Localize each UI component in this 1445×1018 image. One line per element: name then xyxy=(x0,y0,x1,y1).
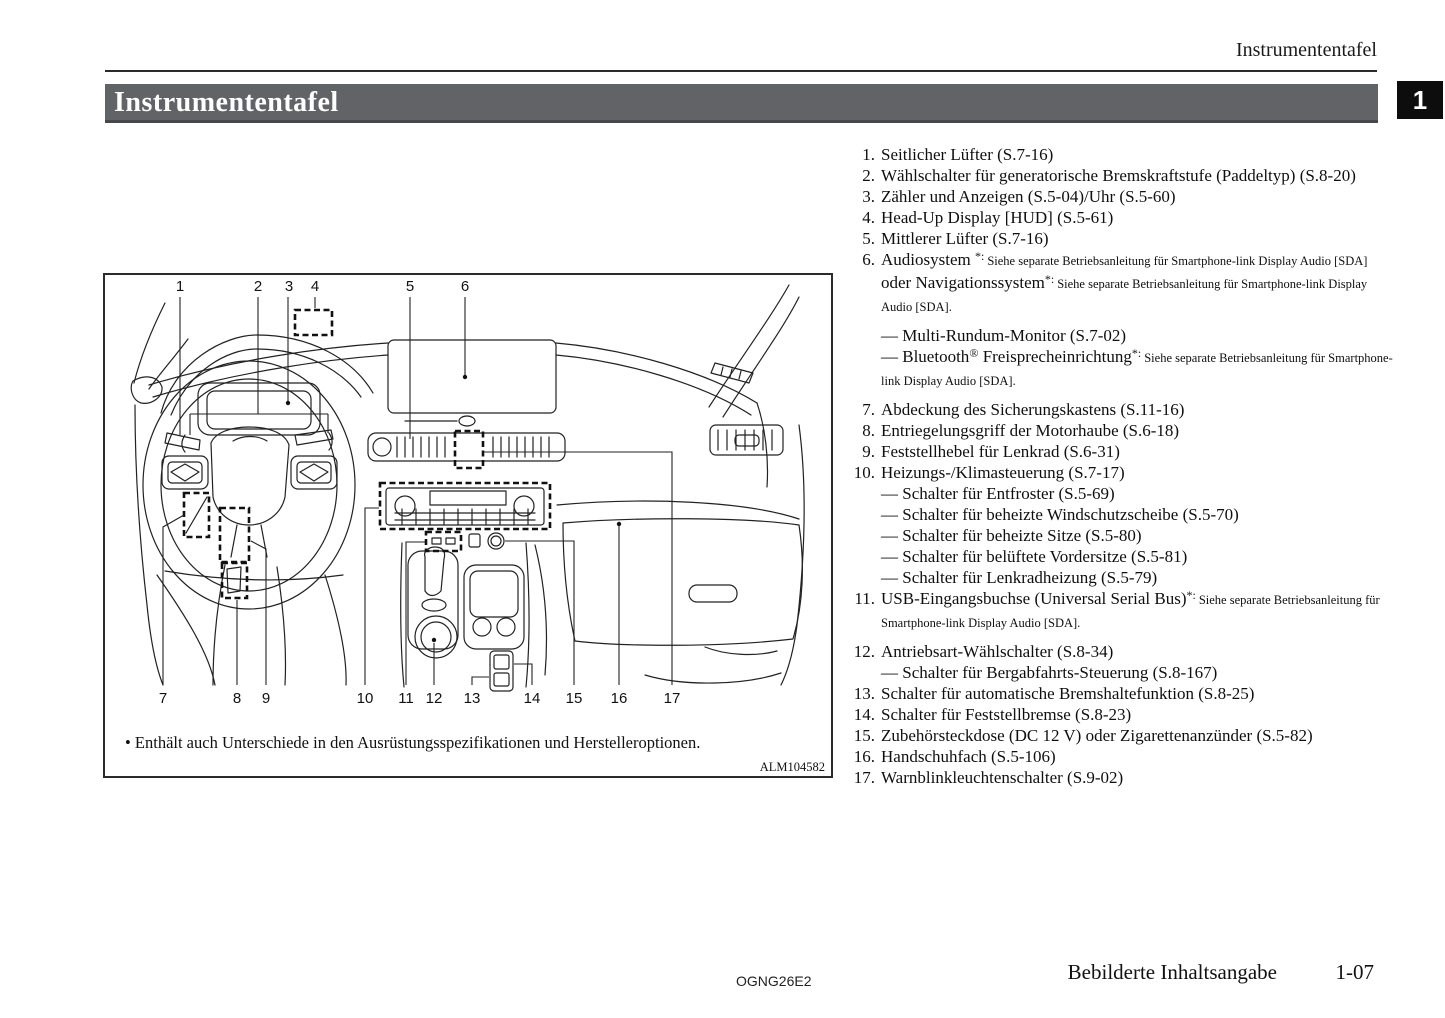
legend-item-text: Wählschalter für generatorische Bremskra… xyxy=(881,166,1356,185)
figure-callout-number: 12 xyxy=(426,690,443,707)
legend-list: 1. Seitlicher Lüfter (S.7-16) 2. Wählschalt… xyxy=(846,144,1394,788)
legend-item-text: Zähler und Anzeigen (S.5-04)/Uhr (S.5-60… xyxy=(881,187,1176,206)
chapter-tab: 1 xyxy=(1397,81,1443,119)
legend-item-number: 5. xyxy=(862,229,875,248)
legend-item-number: 13. xyxy=(853,684,875,703)
legend-sub-item: — Schalter für belüftete Vordersitze (S.… xyxy=(881,547,1188,566)
legend-item-text: Audiosystem *: Siehe separate Betriebsan… xyxy=(881,249,1368,314)
legend-sub-item: — Schalter für Bergabfahrts-Steuerung (S… xyxy=(881,663,1218,682)
legend-item: 5. Mittlerer Lüfter (S.7-16) xyxy=(846,228,1394,249)
legend-item: 4. Head-Up Display [HUD] (S.5-61) xyxy=(846,207,1394,228)
figure-callout-number: 11 xyxy=(398,690,414,707)
figure-callout-number: 17 xyxy=(664,690,681,707)
legend-item-number: 8. xyxy=(862,421,875,440)
legend-sub-item: — Bluetooth® Freisprecheinrichtung*: Sie… xyxy=(881,346,1393,388)
legend-item-number: 1. xyxy=(862,145,875,164)
legend-item-number: 11. xyxy=(854,589,875,608)
legend-item: 16. Handschuhfach (S.5-106) xyxy=(846,746,1394,767)
legend-item-text: Schalter für Feststellbremse (S.8-23) xyxy=(881,705,1132,724)
figure-caption: • Enthält auch Unterschiede in den Ausrü… xyxy=(125,733,765,753)
legend-item-number: 4. xyxy=(862,208,875,227)
figure-callout-number: 1 xyxy=(176,278,184,295)
legend-item-text: Head-Up Display [HUD] (S.5-61) xyxy=(881,208,1114,227)
figure-caption-bullet: • xyxy=(125,733,131,752)
legend-item-number: 10. xyxy=(853,463,875,482)
legend-item: 14. Schalter für Feststellbremse (S.8-23) xyxy=(846,704,1394,725)
footer-page-number: 1-07 xyxy=(1335,960,1375,984)
legend-item: 6. Audiosystem *: Siehe separate Betriebs… xyxy=(846,249,1394,399)
legend-item-text: Warnblinkleuchtenschalter (S.9-02) xyxy=(881,768,1124,787)
figure-image-code: ALM104582 xyxy=(759,760,825,774)
figure-caption-text: Enthält auch Unterschiede in den Ausrüst… xyxy=(134,733,701,752)
page-header-title: Instrumententafel xyxy=(1235,39,1377,61)
figure-callout-number: 10 xyxy=(357,690,374,707)
figure-callout-number: 16 xyxy=(611,690,628,707)
legend-item-number: 12. xyxy=(853,642,875,661)
figure-callout-number: 15 xyxy=(566,690,583,707)
legend-item-text: Zubehörsteckdose (DC 12 V) oder Zigarett… xyxy=(881,726,1313,745)
legend-item-number: 17. xyxy=(853,768,875,787)
footer-section-label: Bebilderte Inhaltsangabe xyxy=(1067,960,1277,984)
legend-item: 2. Wählschalter für generatorische Bremsk… xyxy=(846,165,1394,186)
header-divider xyxy=(105,70,1377,72)
legend-item: 13. Schalter für automatische Bremshaltef… xyxy=(846,683,1394,704)
legend-item-text: Feststellhebel für Lenkrad (S.6-31) xyxy=(881,442,1120,461)
legend-item-number: 9. xyxy=(862,442,875,461)
legend-item: 3. Zähler und Anzeigen (S.5-04)/Uhr (S.5-… xyxy=(846,186,1394,207)
legend-item-text: Handschuhfach (S.5-106) xyxy=(881,747,1056,766)
figure-callout-number: 4 xyxy=(311,278,319,295)
legend-item: 8. Entriegelungsgriff der Motorhaube (S.6… xyxy=(846,420,1394,441)
legend-sub-item: — Schalter für Lenkradheizung (S.5-79) xyxy=(881,568,1158,587)
legend-item-number: 3. xyxy=(862,187,875,206)
legend-item-text: Abdeckung des Sicherungskastens (S.11-16… xyxy=(881,400,1185,419)
figure-callout-number: 3 xyxy=(285,278,293,295)
legend-item-text: Mittlerer Lüfter (S.7-16) xyxy=(881,229,1049,248)
figure-callout-number: 2 xyxy=(254,278,262,295)
figure-callout-number: 14 xyxy=(524,690,541,707)
section-title: Instrumententafel xyxy=(105,84,1378,123)
figure-callout-number: 7 xyxy=(159,690,167,707)
legend-item: 12. Antriebsart-Wählschalter (S.8-34) — Sc… xyxy=(846,641,1394,683)
legend-item: 7. Abdeckung des Sicherungskastens (S.11-… xyxy=(846,399,1394,420)
legend-item-text: Heizungs-/Klimasteuerung (S.7-17) xyxy=(881,463,1125,482)
legend-item: 15. Zubehörsteckdose (DC 12 V) oder Zigar… xyxy=(846,725,1394,746)
figure-callout-number: 6 xyxy=(461,278,469,295)
legend-item-number: 7. xyxy=(862,400,875,419)
figure-callout-number: 5 xyxy=(406,278,414,295)
legend-item: 11. USB-Eingangsbuchse (Universal Serial … xyxy=(846,588,1394,641)
legend-item-text: USB-Eingangsbuchse (Universal Serial Bus… xyxy=(881,588,1380,630)
figure-callout-number: 9 xyxy=(262,690,270,707)
legend-sub-item: — Schalter für beheizte Windschutzscheib… xyxy=(881,505,1239,524)
legend-sub-item: — Schalter für beheizte Sitze (S.5-80) xyxy=(881,526,1142,545)
legend-sub-item: — Schalter für Entfroster (S.5-69) xyxy=(881,484,1115,503)
legend-item-number: 14. xyxy=(853,705,875,724)
legend-item-number: 2. xyxy=(862,166,875,185)
legend-item-number: 16. xyxy=(853,747,875,766)
figure-callout-number: 8 xyxy=(233,690,241,707)
legend-item-text: Schalter für automatische Bremshaltefunk… xyxy=(881,684,1255,703)
footer-document-code: OGNG26E2 xyxy=(736,973,812,989)
legend-sub-item: — Multi-Rundum-Monitor (S.7-02) xyxy=(881,326,1127,345)
legend-item-text: Antriebsart-Wählschalter (S.8-34) xyxy=(881,642,1114,661)
legend-item: 17. Warnblinkleuchtenschalter (S.9-02) xyxy=(846,767,1394,788)
legend-item-text: Entriegelungsgriff der Motorhaube (S.6-1… xyxy=(881,421,1180,440)
legend-item: 1. Seitlicher Lüfter (S.7-16) xyxy=(846,144,1394,165)
legend-item-number: 15. xyxy=(853,726,875,745)
legend-item: 10. Heizungs-/Klimasteuerung (S.7-17) — Sc… xyxy=(846,462,1394,588)
legend-item: 9. Feststellhebel für Lenkrad (S.6-31) xyxy=(846,441,1394,462)
legend-item-text: Seitlicher Lüfter (S.7-16) xyxy=(881,145,1054,164)
legend-item-number: 6. xyxy=(862,250,875,269)
figure-callout-number: 13 xyxy=(464,690,481,707)
